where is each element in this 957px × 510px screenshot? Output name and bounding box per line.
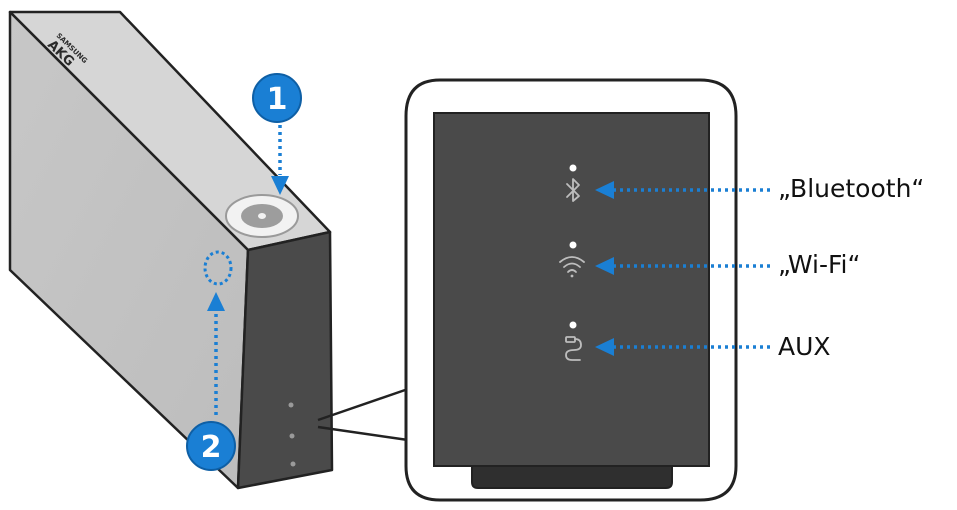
callout-badge-1-number: 1 [267, 82, 288, 117]
callout-badge-2-number: 2 [201, 430, 222, 465]
wifi-icon [559, 256, 585, 278]
top-button [225, 194, 299, 238]
callout-badge-2: 2 [186, 421, 236, 471]
speaker-front-face [236, 230, 334, 490]
indicator-arrows [612, 188, 770, 349]
label-bluetooth: „Bluetooth“ [778, 174, 925, 203]
magnified-panel-base [471, 465, 673, 489]
side-button-location [203, 250, 233, 286]
front-leds [288, 402, 296, 467]
zoom-line-bottom [317, 425, 409, 442]
callout-2-arrowhead [207, 292, 225, 311]
panel-leds [569, 164, 577, 329]
label-aux: AUX [778, 332, 831, 361]
indicator-arrowheads [595, 181, 614, 356]
magnified-panel [433, 112, 710, 467]
callout-1-arrowhead [271, 176, 289, 195]
zoom-line-top [317, 387, 409, 422]
label-wifi: „Wi-Fi“ [778, 250, 861, 279]
aux-cable-icon [565, 336, 582, 361]
callout-badge-1: 1 [252, 73, 302, 123]
bluetooth-icon [566, 178, 580, 202]
